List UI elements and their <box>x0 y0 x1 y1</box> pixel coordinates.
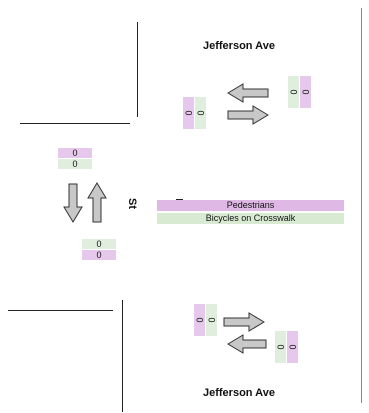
curb-sw-horizontal <box>8 310 113 311</box>
arrow-left-icon <box>227 83 269 103</box>
curb-nw-horizontal <box>20 123 130 124</box>
arrow-right-icon <box>223 312 265 332</box>
legend-bicycles: Bicycles on Crosswalk <box>157 213 344 224</box>
south-right-bike-count: 0 <box>275 331 286 363</box>
curb-ne-vertical <box>361 8 362 403</box>
north-street-name: Jefferson Ave <box>203 40 275 52</box>
curb-sw-vertical <box>122 300 123 412</box>
north-right-bike-count: 0 <box>288 76 299 108</box>
curb-nw-vertical <box>137 22 138 117</box>
south-left-bike-count: 0 <box>206 304 217 336</box>
north-right-ped-count: 0 <box>300 76 311 108</box>
south-left-ped-count: 0 <box>194 304 205 336</box>
west-lower-ped-count: 0 <box>82 250 116 260</box>
street-name-tick <box>176 199 183 200</box>
south-right-ped-count: 0 <box>287 331 298 363</box>
arrow-right-icon <box>227 105 269 125</box>
west-approach-ped-count: 0 <box>58 148 92 158</box>
arrow-left-icon <box>227 334 267 354</box>
arrow-down-icon <box>63 183 83 223</box>
legend-pedestrians: Pedestrians <box>157 200 344 211</box>
west-lower-bike-count: 0 <box>82 239 116 249</box>
north-approach-bike-count: 0 <box>195 97 206 129</box>
west-approach-bike-count: 0 <box>58 159 92 169</box>
arrow-up-icon <box>87 182 107 223</box>
north-approach-ped-count: 0 <box>183 97 194 129</box>
south-street-name: Jefferson Ave <box>203 387 275 399</box>
